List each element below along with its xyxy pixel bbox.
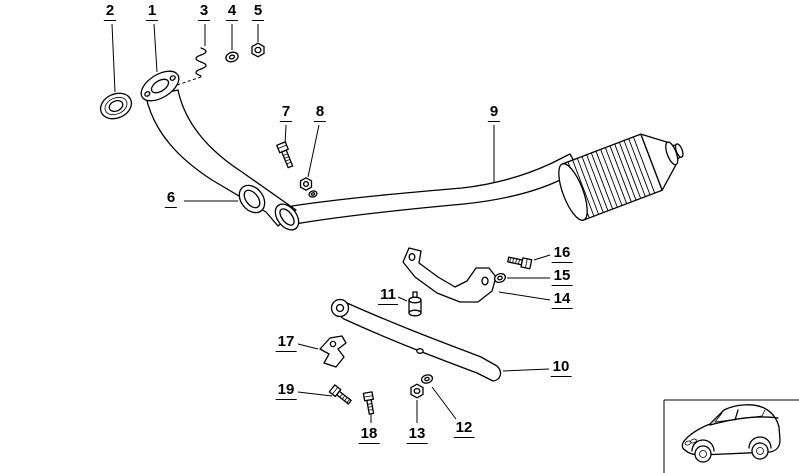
seal-ring [99, 92, 133, 120]
leader-lines [111, 23, 551, 423]
bolt-19 [328, 384, 352, 405]
callout-14[interactable]: 14 [551, 290, 573, 309]
nut-13 [410, 383, 424, 399]
nut-8 [299, 177, 313, 191]
washer-15 [493, 272, 507, 284]
callout-9[interactable]: 9 [487, 103, 501, 122]
washer-12 [420, 374, 434, 384]
callout-11[interactable]: 11 [378, 286, 398, 305]
callout-12[interactable]: 12 [453, 419, 475, 438]
callout-5[interactable]: 5 [251, 2, 265, 21]
callout-19[interactable]: 19 [275, 381, 297, 400]
bolt-7 [276, 141, 294, 169]
car-icon [681, 404, 781, 463]
washer-8 [308, 190, 318, 198]
callout-6[interactable]: 6 [164, 189, 178, 208]
callout-7[interactable]: 7 [279, 103, 293, 122]
callout-4[interactable]: 4 [225, 2, 239, 21]
bracket-17 [319, 335, 347, 368]
thumbnail-frame [663, 399, 799, 473]
callout-3[interactable]: 3 [197, 2, 211, 21]
callout-16[interactable]: 16 [551, 244, 573, 263]
callout-1[interactable]: 1 [145, 2, 159, 21]
rubber-mount [408, 291, 422, 317]
bolt-16 [507, 256, 533, 270]
bracket-14 [402, 247, 497, 303]
bracket-10 [330, 298, 502, 382]
pipe-joint-cup [274, 203, 300, 231]
catalytic-converter [558, 133, 684, 221]
callout-18[interactable]: 18 [358, 425, 380, 444]
callout-8[interactable]: 8 [313, 103, 327, 122]
assembly-line [176, 76, 202, 86]
nut-5 [251, 42, 265, 58]
gasket-ring [238, 184, 266, 214]
callout-10[interactable]: 10 [550, 358, 572, 377]
callout-2[interactable]: 2 [103, 2, 117, 21]
callout-15[interactable]: 15 [551, 267, 573, 286]
bolt-18 [362, 391, 375, 415]
callout-13[interactable]: 13 [406, 425, 428, 444]
spring [195, 47, 207, 77]
callout-17[interactable]: 17 [275, 333, 297, 352]
pipe-flange [140, 70, 180, 102]
washer-4 [225, 51, 239, 63]
